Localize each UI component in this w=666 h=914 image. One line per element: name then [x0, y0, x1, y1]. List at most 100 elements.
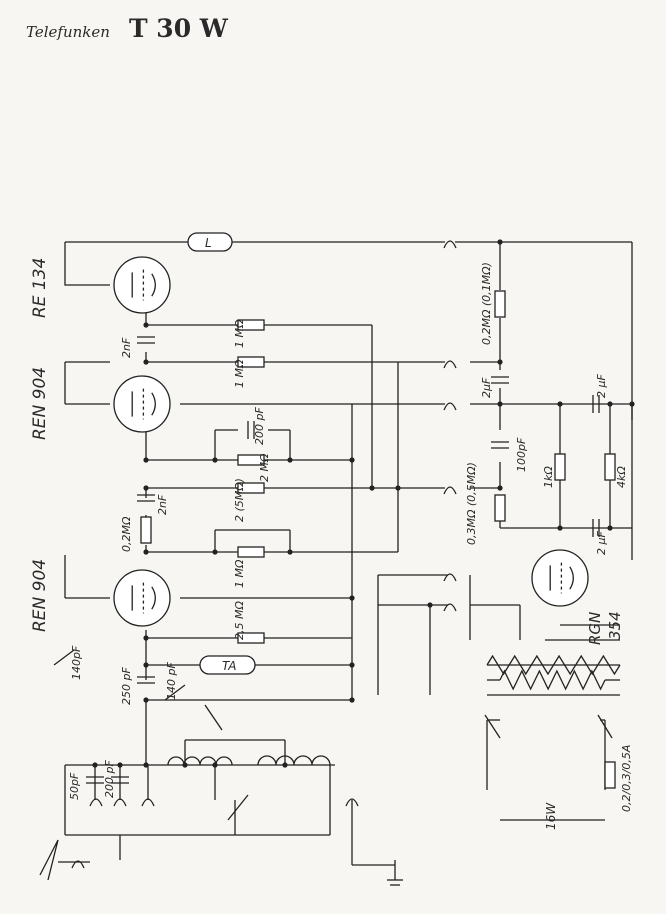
wire — [64, 242, 90, 286]
jack-socket — [345, 798, 359, 807]
document-header: Telefunken T 30 W — [26, 14, 228, 43]
tube-anode — [151, 586, 156, 610]
label-250pf: 250 pF — [120, 667, 133, 705]
jack-socket — [141, 798, 155, 807]
junction-dot — [143, 322, 149, 328]
label-1m-2: 1 MΩ — [233, 359, 246, 388]
model-number: T 30 W — [129, 14, 228, 43]
loudspeaker-jack — [187, 232, 233, 252]
junction-dot — [557, 401, 563, 407]
tube-label-ren904-b: REN 904 — [30, 559, 50, 632]
jack-socket — [71, 860, 85, 869]
label-2uf-a: 2µF — [480, 377, 493, 398]
junction-dot — [395, 485, 401, 491]
junction-dot — [497, 359, 503, 365]
label-1m-3: 1 MΩ — [233, 559, 246, 588]
label-140pf-a: 140pF — [70, 645, 83, 680]
junction-dot — [282, 762, 288, 768]
jack-label-ta: TA — [222, 659, 236, 673]
junction-dot — [117, 762, 123, 768]
resistor — [554, 453, 566, 481]
junction-dot — [557, 525, 563, 531]
junction-dot — [497, 239, 503, 245]
label-2m-a: 2 MΩ — [258, 453, 271, 482]
label-200pf-input: 200 pF — [103, 760, 116, 798]
resistor — [237, 546, 265, 558]
jack-socket — [443, 603, 457, 612]
junction-dot — [369, 485, 375, 491]
junction-dot — [212, 549, 218, 555]
label-02m-anode: 0,2MΩ (0,1MΩ) — [480, 262, 493, 345]
junction-dot — [607, 401, 613, 407]
tube-label-354: 354 — [606, 611, 624, 640]
pickup-jack — [199, 655, 256, 675]
resistor — [237, 319, 265, 331]
label-100pf: 100pF — [515, 437, 528, 472]
manufacturer-name: Telefunken — [26, 23, 110, 41]
label-25m: 2,5 MΩ — [233, 601, 246, 640]
tube-envelope — [113, 256, 171, 314]
wire — [39, 839, 59, 881]
label-4k: 4kΩ — [615, 466, 628, 488]
resistor — [140, 516, 152, 544]
junction-dot — [349, 595, 355, 601]
label-200pf-grid: 200 pF — [253, 407, 266, 445]
junction-dot — [143, 635, 149, 641]
coil — [257, 755, 331, 766]
junction-dot — [349, 697, 355, 703]
jack-socket — [113, 798, 127, 807]
wire — [484, 714, 501, 739]
components — [53, 232, 621, 869]
junction-dot — [349, 457, 355, 463]
label-fuse: 0,2/0,3/0,5A — [620, 745, 633, 812]
jack-socket — [443, 573, 457, 582]
tube-label-rgn: RGN — [586, 612, 604, 645]
junction-dot — [427, 602, 433, 608]
jack-socket — [443, 360, 457, 369]
wire — [597, 714, 613, 739]
resistor — [237, 454, 265, 466]
junction-dot — [212, 457, 218, 463]
resistor — [237, 356, 265, 368]
resistor — [494, 290, 506, 318]
label-1m-top: 1 MΩ — [233, 319, 246, 348]
tube-anode — [569, 566, 574, 590]
transformer-winding — [499, 669, 606, 691]
jack-socket — [89, 798, 103, 807]
junction-dot — [143, 549, 149, 555]
junction-dot — [497, 485, 503, 491]
junction-dot — [287, 457, 293, 463]
label-50pf: 50pF — [68, 772, 81, 800]
junction-dot — [349, 662, 355, 668]
label-1k: 1kΩ — [542, 466, 555, 488]
resistor — [237, 482, 265, 494]
resistor — [237, 632, 265, 644]
jack-label-l: L — [205, 236, 212, 250]
trimmer-capacitor-arrow — [53, 649, 75, 666]
junction-dot — [143, 662, 149, 668]
tube-label-ren904-a: REN 904 — [30, 367, 50, 440]
label-2nf-mid: 2nF — [156, 494, 169, 515]
junction-dot — [607, 525, 613, 531]
tube-label-re134: RE 134 — [30, 258, 50, 318]
tube-envelope — [113, 569, 171, 627]
label-02m-grid: 0,2MΩ — [120, 516, 133, 552]
junction-dot — [629, 401, 635, 407]
label-2uf-c: 2 µF — [595, 531, 608, 555]
wire — [227, 794, 249, 821]
tube-envelope — [531, 549, 589, 607]
junction-dot — [497, 401, 503, 407]
tube-anode — [151, 392, 156, 416]
junction-dot — [143, 485, 149, 491]
junction-dot — [143, 697, 149, 703]
junction-dot — [143, 762, 149, 768]
resistor — [604, 761, 616, 789]
label-2m-b: 2 (5MΩ) — [233, 478, 246, 522]
label-2nf-top: 2nF — [120, 337, 133, 358]
label-16w: 16W — [544, 802, 558, 830]
junction-dot — [143, 359, 149, 365]
junction-dot — [92, 762, 98, 768]
